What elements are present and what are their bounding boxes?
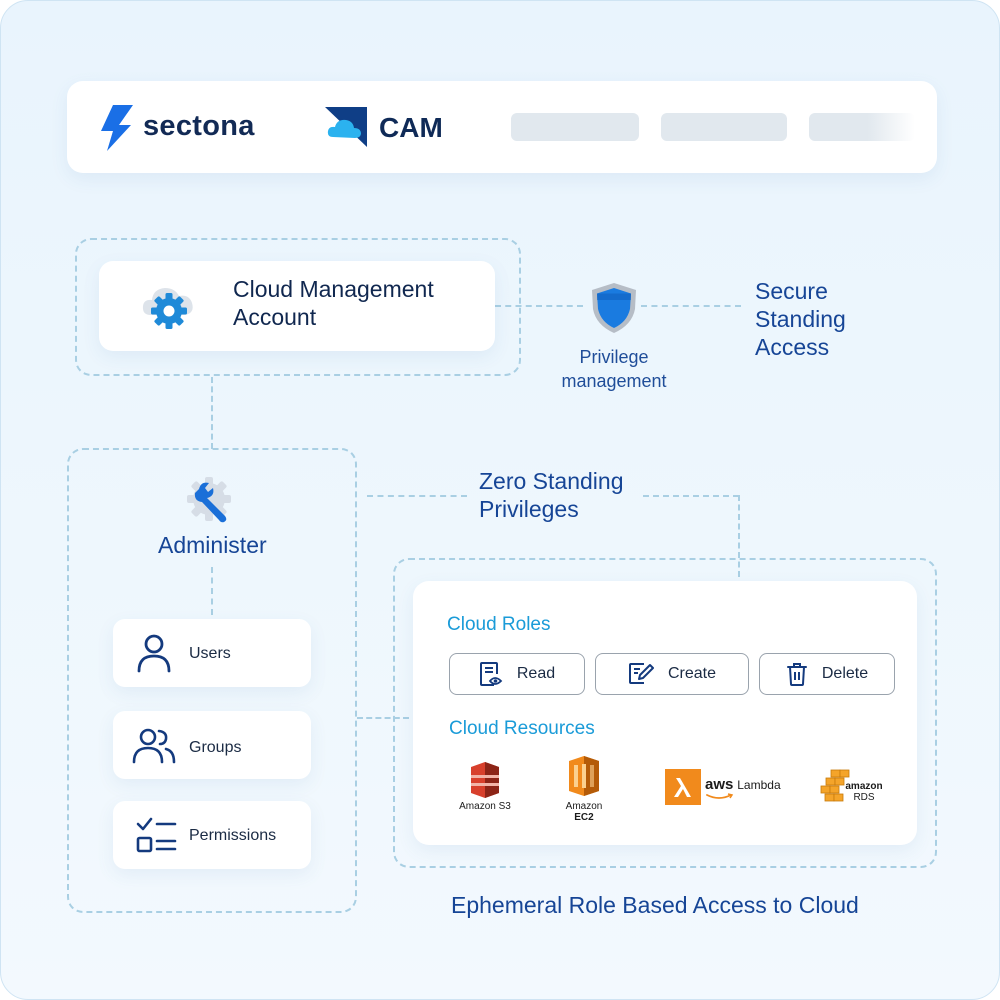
read-button-label: Read bbox=[516, 665, 556, 682]
cloud-resources-title: Cloud Resources bbox=[449, 718, 595, 739]
nav-placeholder-3[interactable] bbox=[809, 113, 915, 141]
connector-zsp-down bbox=[738, 495, 740, 577]
amazon-s3-label: Amazon S3 bbox=[459, 801, 511, 812]
cloud-account-group-border bbox=[75, 238, 521, 376]
privilege-management-caption: Privilege management bbox=[561, 347, 667, 391]
delete-button[interactable]: Delete bbox=[759, 653, 895, 695]
wrench-gear-icon bbox=[187, 477, 231, 523]
aws-lambda-label: aws Lambda bbox=[705, 776, 781, 793]
groups-label: Groups bbox=[189, 739, 242, 756]
product-name: CAM bbox=[379, 112, 443, 143]
connector-account-to-privilege bbox=[495, 305, 583, 307]
cloud-gear-icon bbox=[142, 288, 193, 329]
ephemeral-access-caption: Ephemeral Role Based Access to Cloud bbox=[451, 892, 859, 918]
create-button[interactable]: Create bbox=[595, 653, 749, 695]
secure-standing-access-label: Secure Standing Access bbox=[755, 278, 846, 360]
user-icon bbox=[137, 634, 171, 673]
connector-zsp-right bbox=[643, 495, 739, 497]
users-group-icon bbox=[132, 728, 176, 764]
zero-standing-privileges-label: Zero Standing Privileges bbox=[479, 468, 624, 522]
connector-administer-to-items bbox=[211, 567, 213, 615]
permissions-card[interactable] bbox=[113, 801, 311, 869]
aws-smile-icon bbox=[706, 793, 734, 799]
nav-placeholder-2[interactable] bbox=[661, 113, 787, 141]
delete-button-label: Delete bbox=[821, 665, 869, 682]
cloud-roles-title: Cloud Roles bbox=[447, 614, 551, 635]
read-button[interactable]: Read bbox=[449, 653, 585, 695]
administer-group-border bbox=[67, 448, 357, 913]
users-label: Users bbox=[189, 645, 231, 662]
users-card[interactable] bbox=[113, 619, 311, 687]
shield-icon bbox=[592, 283, 636, 333]
amazon-s3-logo-icon[interactable] bbox=[467, 761, 503, 799]
edit-icon bbox=[628, 663, 654, 684]
cam-cloud-logo-icon bbox=[325, 107, 367, 147]
nav-placeholder-1[interactable] bbox=[511, 113, 639, 141]
permissions-label: Permissions bbox=[189, 827, 277, 844]
document-eye-icon bbox=[479, 662, 503, 686]
connector-account-to-administer bbox=[211, 377, 213, 449]
cloud-roles-group-border bbox=[393, 558, 937, 868]
connector-administer-to-zsp bbox=[367, 495, 467, 497]
sectona-logo-icon bbox=[101, 105, 133, 151]
amazon-rds-label: amazon RDS bbox=[845, 781, 883, 803]
amazon-rds-logo-icon[interactable] bbox=[819, 769, 853, 803]
create-button-label: Create bbox=[667, 665, 717, 682]
administer-label: Administer bbox=[158, 532, 267, 558]
trash-icon bbox=[786, 663, 807, 686]
header-bar bbox=[67, 81, 937, 173]
amazon-ec2-logo-icon[interactable] bbox=[565, 755, 603, 797]
checklist-icon bbox=[136, 817, 177, 853]
connector-privilege-to-secure bbox=[641, 305, 741, 307]
aws-lambda-logo-icon[interactable] bbox=[665, 769, 701, 805]
cloud-management-account-title: Cloud Management Account bbox=[233, 276, 434, 330]
amazon-ec2-label: Amazon EC2 bbox=[565, 801, 603, 823]
brand-name: sectona bbox=[143, 110, 255, 142]
connector-administer-to-roles bbox=[357, 717, 409, 719]
